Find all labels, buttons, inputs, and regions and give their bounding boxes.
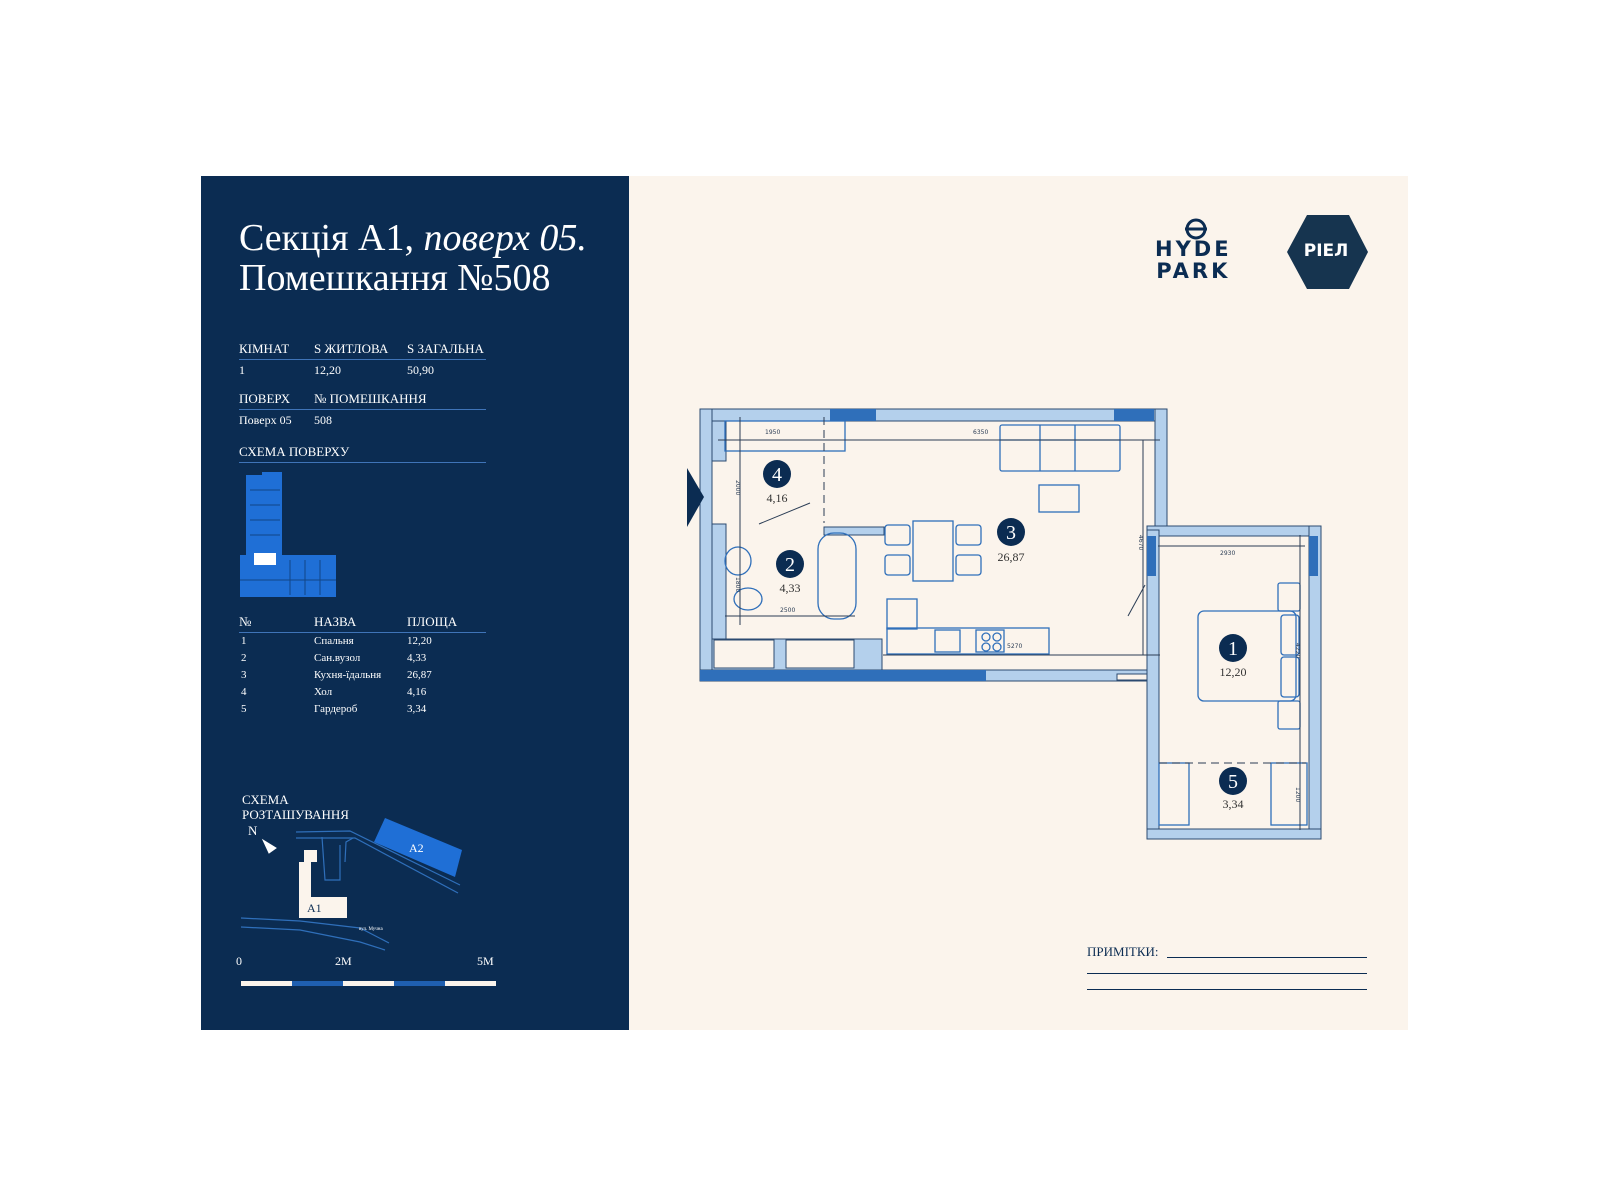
header-floor: ПОВЕРХ [239, 391, 291, 406]
floor-plan: 1950 6350 2000 1800 2500 5270 4670 2930 … [687, 408, 1322, 840]
svg-text:4,16: 4,16 [767, 491, 788, 505]
rooms-count: 1 [239, 363, 245, 377]
svg-text:12,20: 12,20 [1220, 665, 1247, 679]
svg-text:26,87: 26,87 [998, 550, 1025, 564]
header-no: № [239, 614, 252, 629]
room-marker-2[interactable]: 24,33 [776, 550, 804, 595]
room-marker-1[interactable]: 112,20 [1219, 634, 1247, 679]
riel-logo-icon [1287, 215, 1368, 289]
room-marker-3[interactable]: 326,87 [997, 518, 1025, 564]
title-section: Секція A1, [239, 217, 424, 259]
dimension-label: 6350 [973, 429, 988, 436]
header-name: НАЗВА [314, 614, 357, 629]
building-a2 [374, 818, 462, 877]
notes-line[interactable] [1087, 989, 1367, 990]
dimension-label: 2930 [1220, 550, 1235, 557]
north-label: N [248, 823, 258, 838]
svg-text:4: 4 [772, 464, 782, 486]
floor-scheme-thumbnail [240, 472, 336, 597]
title-apartment: Помешкання №508 [239, 257, 551, 299]
dimension-label: 2500 [780, 607, 795, 614]
notes-line[interactable] [1087, 973, 1367, 974]
svg-text:2: 2 [785, 554, 795, 576]
svg-text:1: 1 [1228, 638, 1238, 660]
riel-logo: РІЕЛ [1303, 241, 1349, 261]
building-a1-label: A1 [307, 901, 322, 915]
notes-line[interactable] [1167, 957, 1367, 958]
svg-text:3: 3 [1006, 522, 1016, 544]
floor-scheme-label: СХЕМА ПОВЕРХУ [239, 444, 350, 459]
north-arrow-icon [261, 838, 277, 854]
dimension-label: 5270 [1007, 643, 1022, 650]
svg-text:4,33: 4,33 [780, 581, 801, 595]
scale-label-2m: 2M [335, 954, 352, 968]
dimension-label: 4220 [1294, 643, 1301, 658]
info-panel: Секція A1, поверх 05. Помешкання №508 КІ… [201, 176, 629, 1030]
entrance-icon [687, 468, 704, 527]
title-floor: поверх 05. [423, 217, 587, 259]
location-scheme: A1 A2 вул. Мучна [240, 818, 462, 951]
dimension-label: 1800 [734, 577, 741, 592]
room-marker-5[interactable]: 53,34 [1219, 767, 1247, 811]
dimension-label: 4670 [1137, 535, 1144, 550]
svg-text:3,34: 3,34 [1223, 797, 1244, 811]
scale-label-0: 0 [236, 954, 242, 968]
total-area: 50,90 [407, 363, 434, 377]
street-label: вул. Мучна [359, 927, 383, 932]
living-area: 12,20 [314, 363, 341, 377]
header-living-area: S ЖИТЛОВА [314, 341, 389, 356]
dimension-label: 1950 [765, 429, 780, 436]
building-a2-label: A2 [409, 841, 424, 855]
svg-text:5: 5 [1228, 771, 1238, 793]
floor-value: Поверх 05 [239, 413, 292, 427]
notes-label: ПРИМІТКИ: [1087, 944, 1159, 959]
dimension-label: 1200 [1294, 787, 1301, 802]
scale-label-5m: 5M [477, 954, 494, 968]
page-title: Секція A1, поверх 05. Помешкання №508 [239, 218, 587, 298]
dimension-label: 2000 [734, 480, 741, 495]
hyde-park-logo-icon [1185, 218, 1207, 240]
header-total-area: S ЗАГАЛЬНА [407, 341, 484, 356]
header-area: ПЛОЩА [407, 614, 458, 629]
header-apartment-no: № ПОМЕШКАННЯ [314, 391, 427, 406]
apartment-no-value: 508 [314, 413, 332, 427]
room-marker-4[interactable]: 44,16 [763, 460, 791, 505]
header-rooms: КІМНАТ [239, 341, 290, 356]
scale-bar [241, 981, 496, 986]
